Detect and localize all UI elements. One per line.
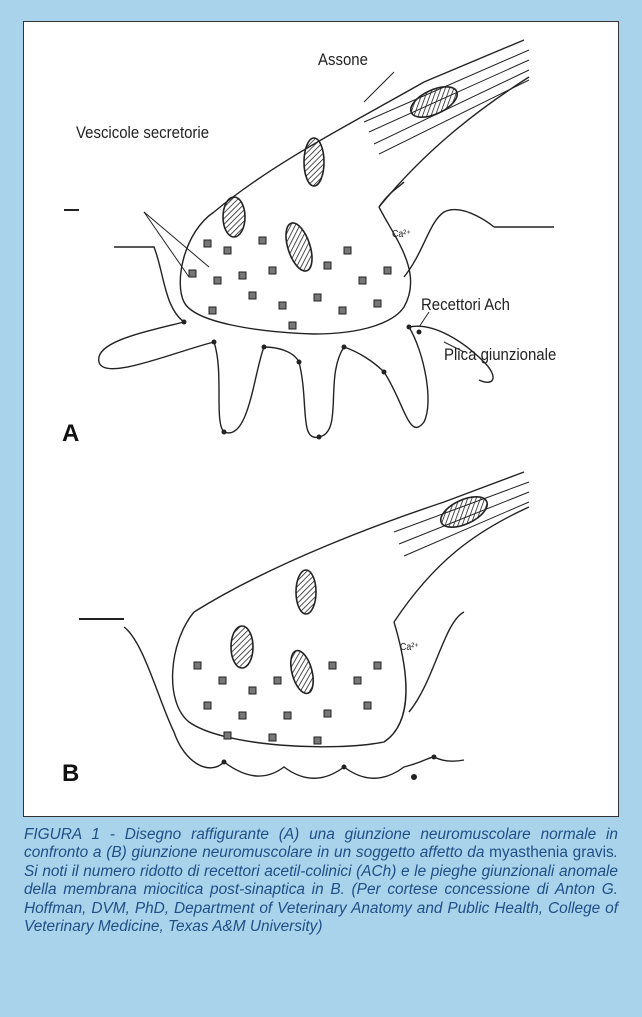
label-calcium-a: Ca²⁺ (392, 229, 411, 240)
label-plica-giunzionale: Plica giunzionale (444, 345, 556, 365)
caption-disease-name: myasthenia gravis (489, 844, 614, 861)
label-assone: Assone (318, 50, 368, 70)
figure-frame: Assone Vescicole secretorie Recettori Ac… (23, 21, 619, 817)
postsynaptic-membrane-a (99, 247, 493, 437)
axon-outline-a (214, 40, 524, 212)
panel-b-letter: B (62, 760, 79, 788)
label-vescicole-secretorie: Vescicole secretorie (76, 123, 209, 143)
nerve-terminal-b (173, 612, 406, 747)
panel-a-drawing (64, 40, 554, 437)
label-calcium-b: Ca²⁺ (400, 642, 419, 653)
vesicles-b (194, 662, 381, 744)
axon-outline-b (194, 472, 524, 612)
figure-caption: FIGURA 1 - Disegno raffigurante (A) una … (24, 826, 618, 936)
label-recettori-ach: Recettori Ach (421, 295, 510, 315)
panel-b-drawing (79, 472, 529, 778)
panel-a-letter: A (62, 420, 79, 448)
